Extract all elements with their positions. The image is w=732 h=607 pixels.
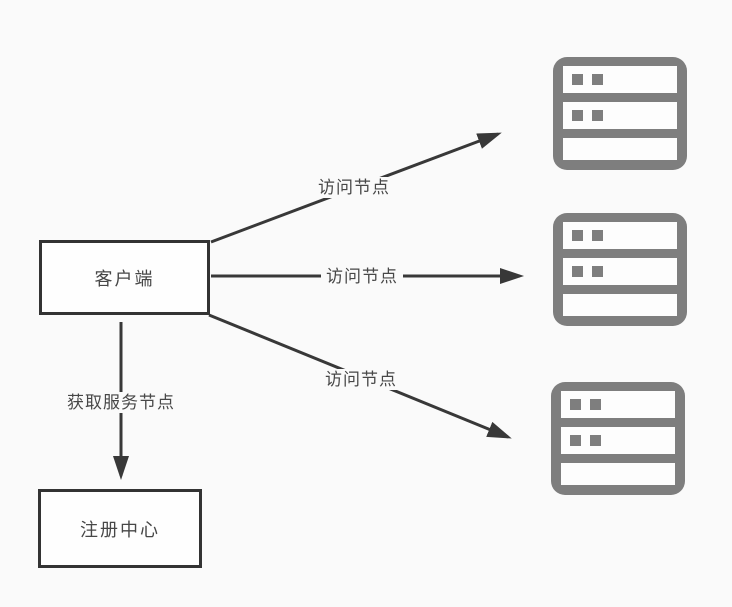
server-node-2-icon (553, 213, 687, 326)
edge-label-get-service-nodes: 获取服务节点 (62, 392, 180, 413)
edge-label-access-node-top: 访问节点 (313, 177, 395, 198)
edge-label-access-node-middle: 访问节点 (321, 266, 403, 287)
registry-node: 注册中心 (38, 489, 202, 568)
client-node: 客户端 (39, 240, 210, 315)
registry-node-label: 注册中心 (80, 519, 160, 540)
server-node-3-icon (551, 382, 685, 495)
server-node-1-icon (553, 57, 687, 170)
client-node-label: 客户端 (94, 268, 155, 289)
edge-label-access-node-bottom: 访问节点 (320, 369, 402, 390)
